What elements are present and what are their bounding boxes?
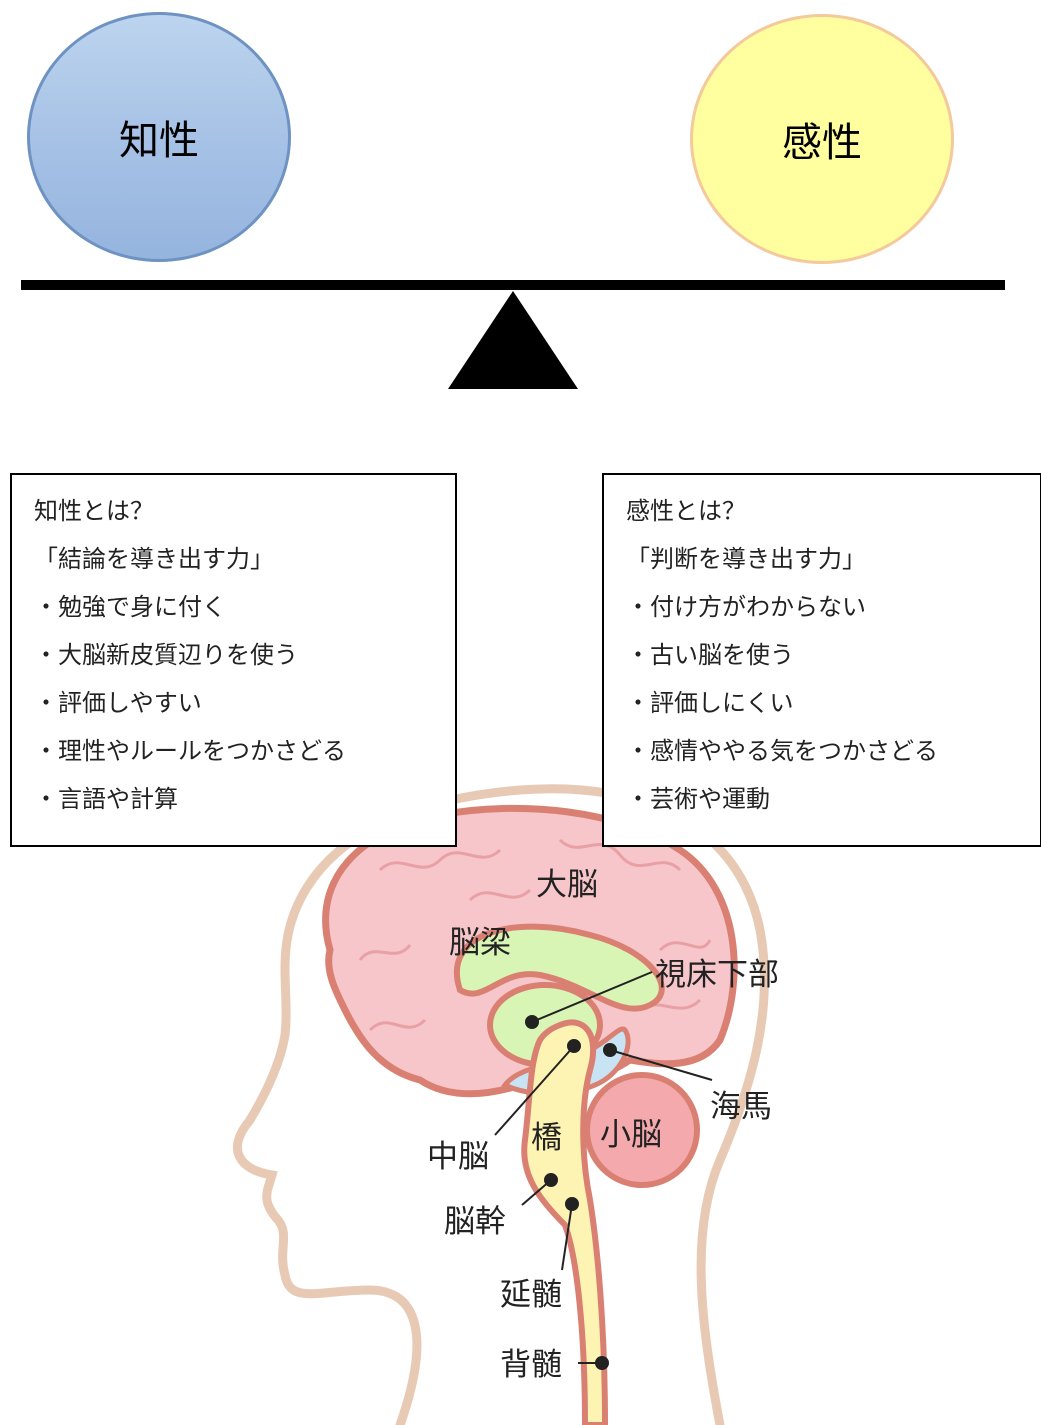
label-brainstem: 脳幹 (444, 1204, 506, 1240)
sensibility-bullet: ・古い脳を使う (626, 641, 794, 669)
label-spinal-cord: 背髄 (500, 1347, 562, 1383)
intellect-bullet: ・理性やルールをつかさどる (34, 737, 346, 765)
intellect-bullet: ・大脳新皮質辺りを使う (34, 641, 298, 669)
label-medulla: 延髄 (500, 1277, 562, 1313)
head-outline (233, 784, 769, 1425)
balance-fulcrum (448, 291, 578, 389)
label-hippocampus: 海馬 (710, 1089, 772, 1125)
intellect-circle: 知性 (27, 12, 291, 262)
label-midbrain: 中脳 (427, 1139, 489, 1175)
sensibility-bullet: ・評価しにくい (626, 689, 794, 717)
sensibility-definition: 「判断を導き出す力」 (626, 545, 866, 573)
sensibility-heading: 感性とは？ (626, 497, 746, 525)
label-cerebrum: 大脳 (536, 867, 598, 903)
intellect-description-box: 知性とは？ 「結論を導き出す力」 ・勉強で身に付く ・大脳新皮質辺りを使う ・評… (10, 473, 457, 847)
intellect-definition: 「結論を導き出す力」 (34, 545, 274, 573)
label-hypothalamus: 視床下部 (655, 957, 779, 993)
brainstem-shape (521, 1019, 609, 1425)
intellect-bullet: ・勉強で身に付く (34, 593, 226, 621)
label-pons: 橋 (531, 1120, 562, 1156)
sensibility-circle-label: 感性 (782, 120, 862, 166)
sensibility-circle: 感性 (690, 14, 954, 264)
sensibility-bullet: ・感情ややる気をつかさどる (626, 737, 938, 765)
label-corpus-callosum: 脳梁 (449, 925, 511, 961)
label-cerebellum: 小脳 (600, 1117, 662, 1153)
balance-beam (21, 280, 1005, 290)
intellect-bullet: ・評価しやすい (34, 689, 202, 717)
cerebrum-folds (358, 838, 712, 1032)
intellect-bullet: ・言語や計算 (34, 785, 178, 813)
sensibility-bullet: ・芸術や運動 (626, 785, 770, 813)
sensibility-description-box: 感性とは？ 「判断を導き出す力」 ・付け方がわからない ・古い脳を使う ・評価し… (602, 473, 1041, 847)
corpus-callosum-shape (454, 923, 665, 1012)
intellect-circle-label: 知性 (119, 118, 199, 164)
cerebellum-shape (584, 1072, 700, 1188)
sensibility-bullet: ・付け方がわからない (626, 593, 866, 621)
intellect-heading: 知性とは？ (34, 497, 154, 525)
